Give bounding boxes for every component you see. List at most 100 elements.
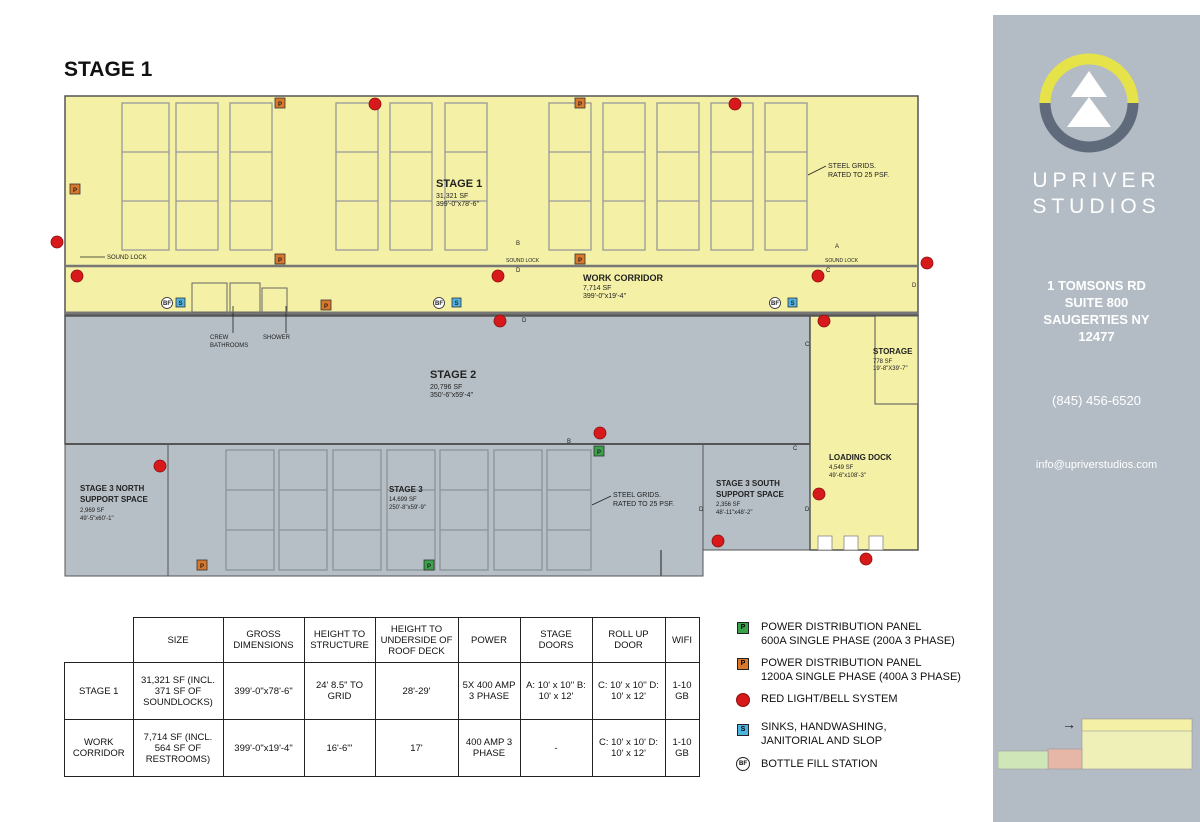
- loading-dock-area: 4,549 SF: [829, 465, 854, 471]
- red-light-marker: [153, 459, 167, 473]
- brand-line-2: STUDIOS: [1032, 195, 1161, 218]
- table-cell: C: 10' x 10' D: 10' x 12': [591, 719, 666, 777]
- marker-letter: P: [597, 450, 601, 456]
- steel-grid-cell: [764, 102, 808, 251]
- door-d-2: D: [912, 283, 917, 289]
- table-cell: 1-10 GB: [664, 719, 700, 777]
- row-label: STAGE 1: [64, 662, 134, 720]
- table-cell: -: [519, 719, 593, 777]
- address-line-3: SAUGERTIES NY: [1043, 312, 1150, 327]
- table-header-row: SIZE GROSS DIMENSIONS HEIGHT TO STRUCTUR…: [64, 617, 700, 663]
- steel-grid-cell: [439, 449, 489, 571]
- floor-plan: STAGE 1 31,321 SF 399'-0"x78'-6" STEEL G…: [50, 95, 934, 577]
- steel-grid-cell: [332, 449, 382, 571]
- page-title: STAGE 1: [64, 58, 153, 81]
- stage3-area: 14,699 SF: [389, 497, 417, 503]
- red-light-marker: [812, 487, 826, 501]
- table-cell: C: 10' x 10'' D: 10' x 12': [591, 662, 666, 720]
- svg-text:→: →: [1062, 716, 1076, 732]
- table-cell: 1-10 GB: [664, 662, 700, 720]
- address-line-1: 1 TOMSONS RD: [1047, 278, 1146, 293]
- loading-dock-doors: [817, 535, 884, 551]
- table-cell: 400 AMP 3 PHASE: [457, 719, 521, 777]
- address-line-4: 12477: [1078, 329, 1115, 344]
- steel-grid-stage3: [225, 449, 592, 571]
- marker-letter: P: [73, 188, 77, 194]
- header-power: POWER: [457, 617, 521, 663]
- legend-item-red-light: RED LIGHT/BELL SYSTEM: [761, 693, 898, 705]
- door-b-1: B: [516, 241, 520, 247]
- table-cell: 7,714 SF (INCL. 564 SF OF RESTROOMS): [132, 719, 224, 777]
- red-light-marker: [50, 235, 64, 249]
- red-light-marker: [728, 97, 742, 111]
- stage3-label: STAGE 3: [389, 485, 423, 494]
- steel-grid-cell: [602, 102, 646, 251]
- steel-note-1b: RATED TO 25 PSF.: [828, 172, 889, 179]
- sound-lock-left: SOUND LOCK: [107, 255, 147, 261]
- red-light-marker: [70, 269, 84, 283]
- marker-letter: S: [790, 301, 794, 307]
- stage3-south-label-2: SUPPORT SPACE: [716, 490, 785, 499]
- table-row: STAGE 1 31,321 SF (INCL. 371 SF OF SOUND…: [64, 662, 700, 720]
- sound-lock-right: SOUND LOCK: [825, 258, 859, 264]
- door-c-1: C: [826, 268, 831, 274]
- legend-green-panel-icon: P: [737, 622, 749, 634]
- work-corridor-area: 7,714 SF: [583, 285, 611, 292]
- storage-dims: 19'-8"X39'-7": [873, 366, 908, 372]
- steel-grid-cell: [121, 102, 170, 251]
- red-light-markers: [50, 97, 934, 566]
- table-cell: 24' 8.5" TO GRID: [303, 662, 376, 720]
- brand-line-1: UPRIVER: [1032, 169, 1161, 192]
- orange-panels: [69, 97, 586, 571]
- marker-letter: BF: [435, 301, 443, 307]
- marker-letter: P: [278, 258, 282, 264]
- steel-note-2b: RATED TO 25 PSF.: [613, 501, 674, 508]
- marker-letter: P: [278, 102, 282, 108]
- stage3-north-area: 2,969 SF: [80, 508, 105, 514]
- loading-dock-dims: 49'-6"x108'-3": [829, 473, 866, 479]
- stage3-south-label-1: STAGE 3 SOUTH: [716, 479, 780, 488]
- steel-note-1a: STEEL GRIDS.: [828, 163, 876, 170]
- door-b-2: B: [567, 439, 571, 445]
- steel-grid-cell: [229, 102, 273, 251]
- marker-letter: BF: [771, 301, 779, 307]
- sink-markers: [175, 297, 798, 308]
- header-gross-dimensions: GROSS DIMENSIONS: [222, 617, 305, 663]
- spec-table: SIZE GROSS DIMENSIONS HEIGHT TO STRUCTUR…: [64, 617, 700, 777]
- header-stage-doors: STAGE DOORS: [519, 617, 593, 663]
- storage-zone: [874, 315, 919, 405]
- stage3-south-area: 2,356 SF: [716, 502, 741, 508]
- marker-letter: P: [578, 102, 582, 108]
- steel-grid-cell: [225, 449, 275, 571]
- steel-grid-cell: [175, 102, 219, 251]
- green-panels: [423, 445, 605, 571]
- marker-letter: P: [200, 564, 204, 570]
- door-d-4: D: [699, 507, 704, 513]
- header-height-structure: HEIGHT TO STRUCTURE: [303, 617, 376, 663]
- marker-letter: P: [324, 304, 328, 310]
- bottle-fill-markers: [161, 297, 781, 309]
- stage3-south-zone: [702, 443, 811, 551]
- stage3-north-dims: 49'-5"x60'-1": [80, 516, 114, 522]
- door-c-3: C: [793, 446, 798, 452]
- sidebar: UPRIVER STUDIOS 1 TOMSONS RD SUITE 800 S…: [993, 15, 1200, 822]
- bathrooms-detail: [191, 282, 288, 313]
- site-locator-map: →: [998, 716, 1193, 770]
- stage3-dims: 250'-8"x59'-9": [389, 505, 426, 511]
- table-cell: 399'-0"x19'-4": [222, 719, 305, 777]
- door-d-1: D: [516, 268, 521, 274]
- steel-grid-stage1: [121, 102, 808, 251]
- marker-letter: S: [454, 301, 458, 307]
- steel-grid-cell: [546, 449, 592, 571]
- red-light-marker: [368, 97, 382, 111]
- stage1-label: STAGE 1: [436, 178, 482, 190]
- header-height-roof: HEIGHT TO UNDERSIDE OF ROOF DECK: [374, 617, 459, 663]
- steel-grid-cell: [335, 102, 379, 251]
- legend-item-sinks: SINKS, HANDWASHING,JANITORIAL AND SLOP: [761, 721, 887, 747]
- marker-letter: P: [427, 564, 431, 570]
- shower-label: SHOWER: [263, 335, 291, 341]
- steel-grid-cell: [444, 102, 488, 251]
- red-light-marker: [920, 256, 934, 270]
- marker-letter: P: [578, 258, 582, 264]
